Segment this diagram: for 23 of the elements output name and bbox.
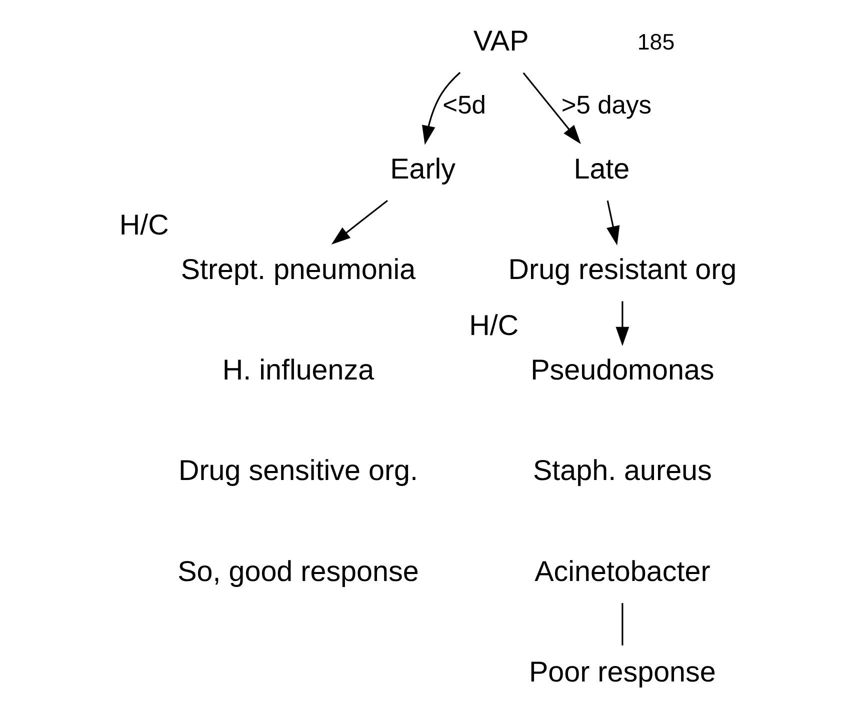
node-text: So, good response	[178, 556, 419, 588]
node-label: H/C	[119, 209, 169, 242]
node-text: Acinetobacter	[534, 556, 710, 588]
node-text: VAP	[473, 26, 529, 58]
arrow	[331, 200, 388, 244]
connector	[622, 603, 624, 646]
node-text: Pseudomonas	[530, 354, 714, 387]
node-text: Late	[574, 153, 630, 186]
node-text: Strept. pneumonia	[180, 254, 416, 286]
node-text: Staph. aureus	[532, 455, 712, 488]
node-text: Poor response	[529, 656, 716, 688]
node-label: H/C	[469, 310, 519, 342]
arrow	[616, 301, 630, 346]
node-text: Early	[390, 153, 456, 186]
arrow	[606, 200, 620, 246]
label: 185	[637, 30, 675, 54]
edge-label: >5 days	[561, 92, 652, 120]
node-text: H. influenza	[222, 354, 374, 387]
node-text: Drug resistant org	[508, 254, 737, 286]
arrow	[522, 72, 581, 144]
edge-label: <5d	[442, 92, 486, 120]
node-text: Drug sensitive org.	[178, 455, 418, 488]
arrow	[422, 72, 461, 145]
